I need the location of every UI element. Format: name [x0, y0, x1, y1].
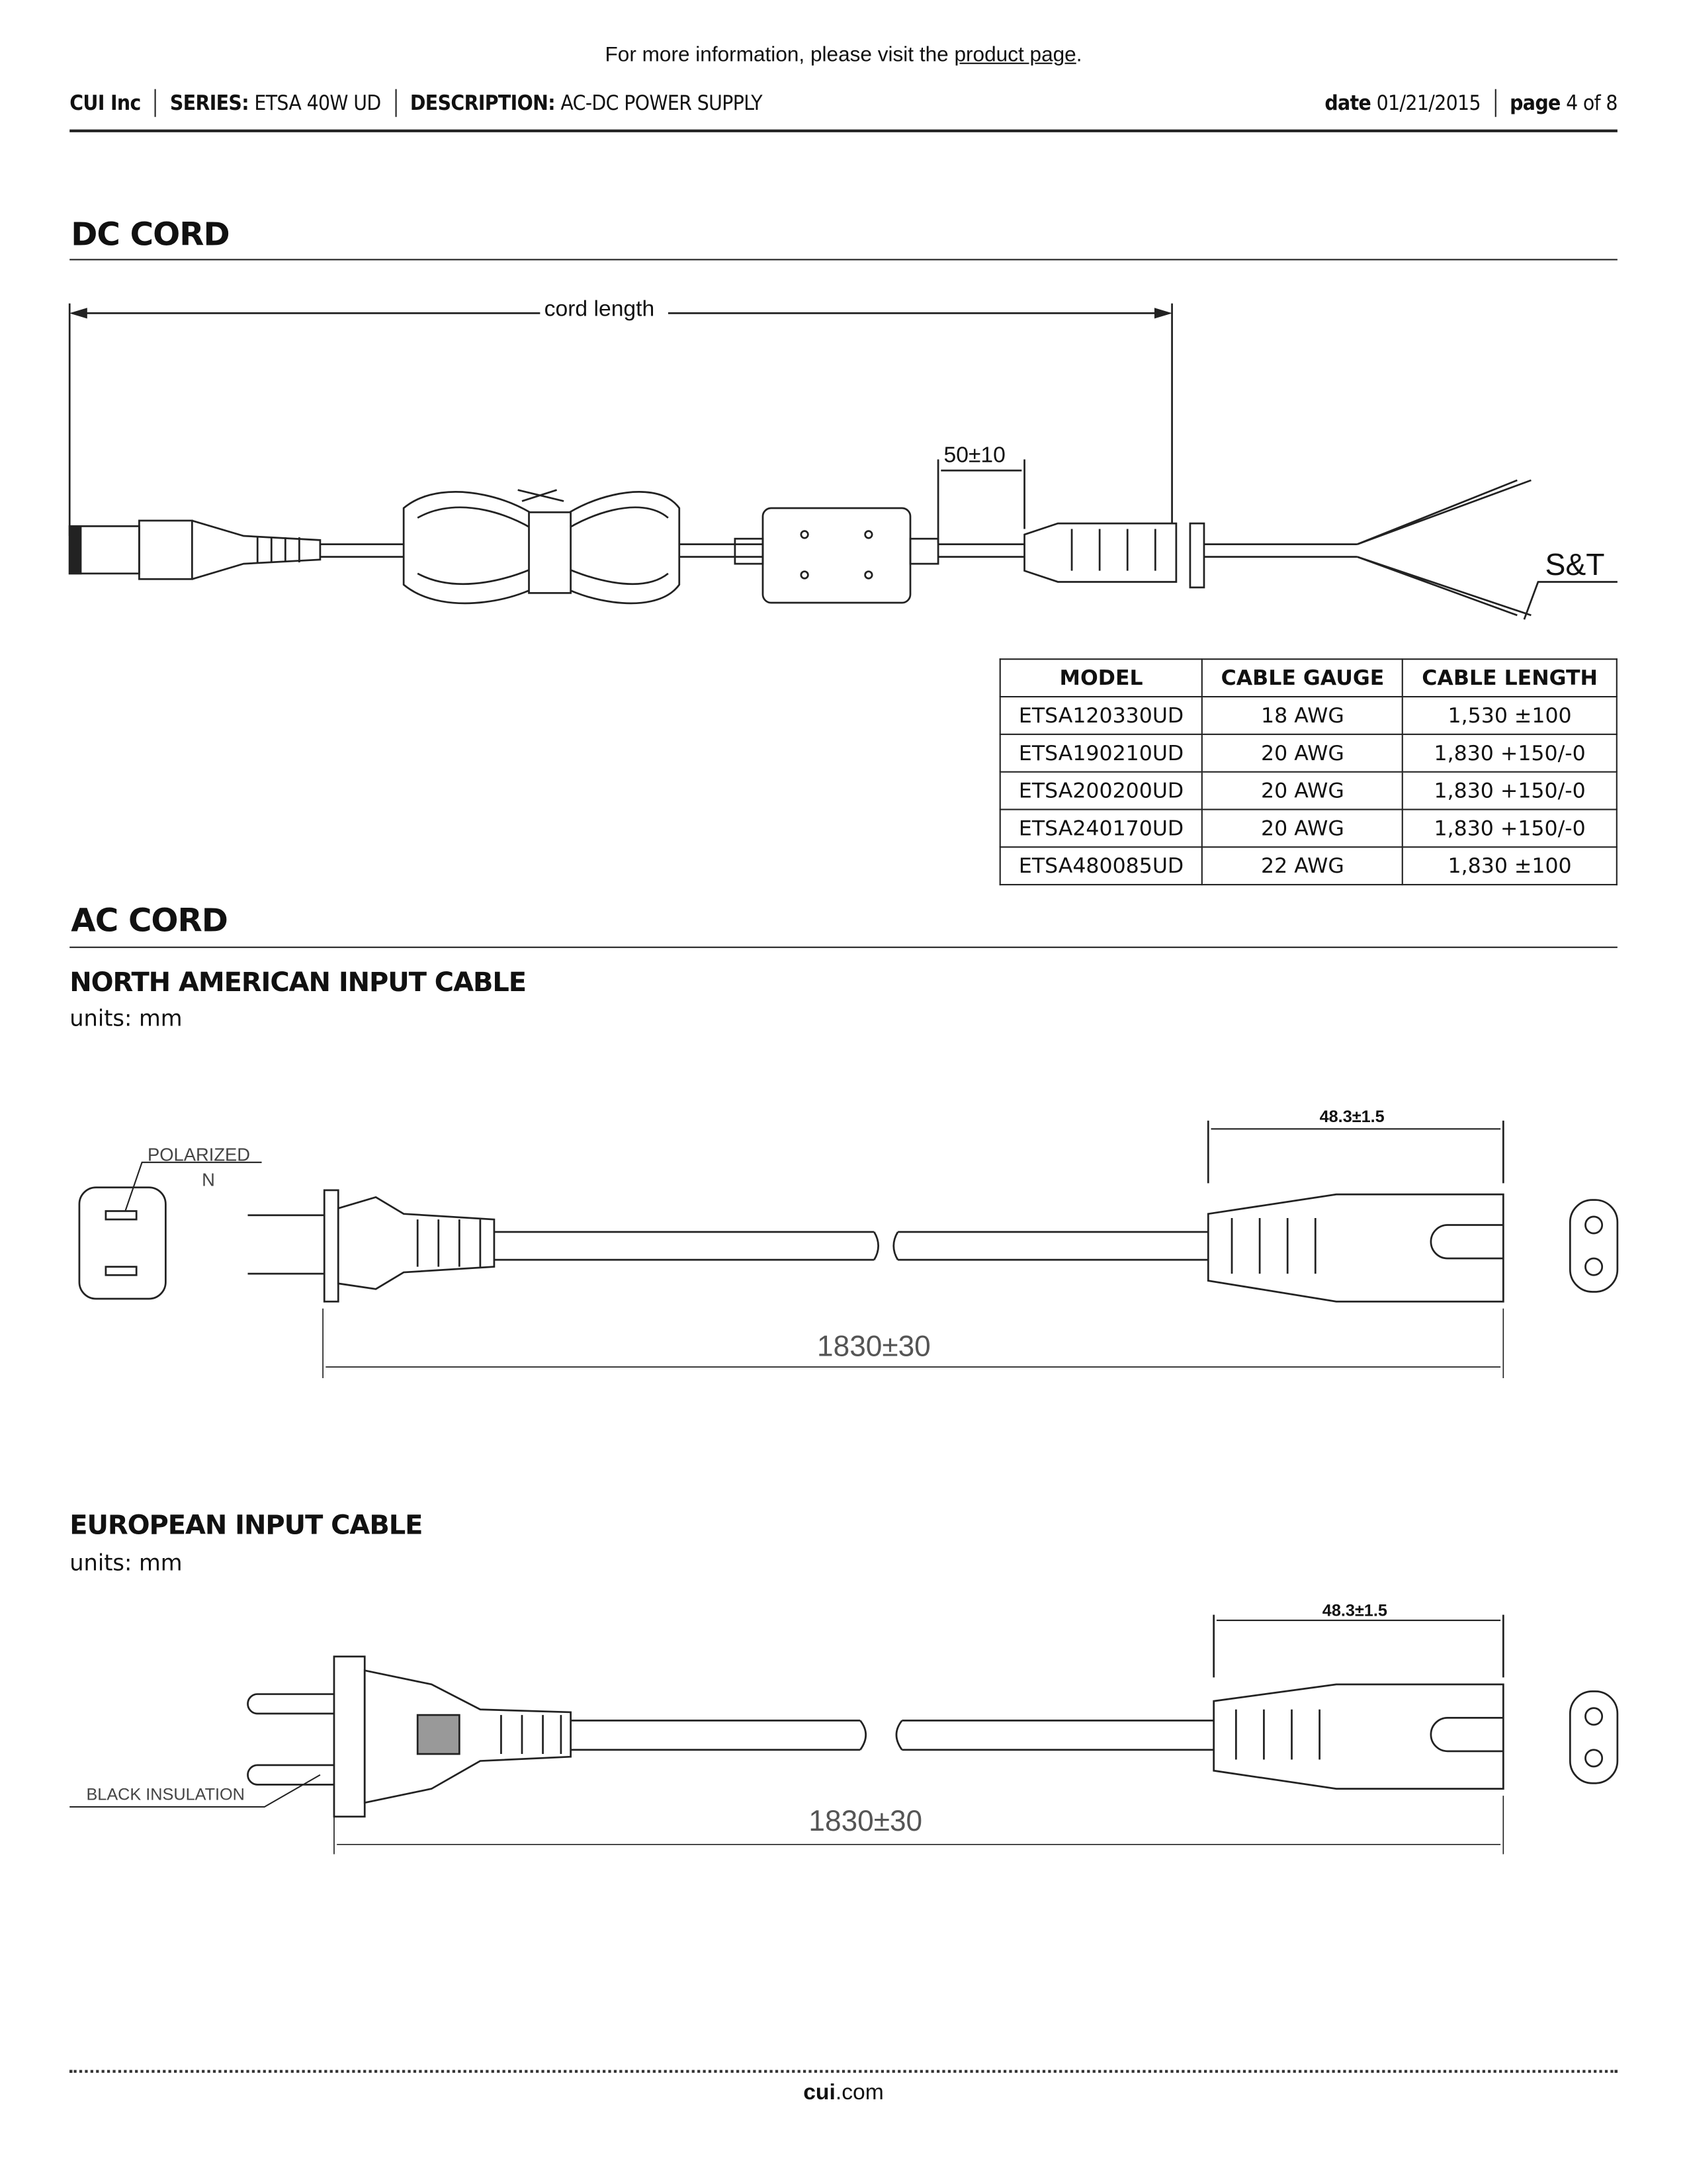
col-gauge: CABLE GAUGE — [1201, 658, 1404, 698]
cell: 1,830 +150/-0 — [1402, 771, 1618, 810]
cell: ETSA200200UD — [999, 771, 1203, 810]
cell: ETSA120330UD — [999, 696, 1203, 735]
cell: 20 AWG — [1201, 771, 1404, 810]
st-label: S&T — [1545, 546, 1605, 582]
company: CUI Inc — [69, 90, 141, 116]
page-label: page — [1510, 90, 1561, 116]
polarized-label: POLARIZED — [148, 1144, 251, 1166]
na-units: units: mm — [69, 1005, 183, 1032]
na-length-dim: 1830±30 — [817, 1331, 931, 1363]
dc-cord-rule — [69, 259, 1618, 261]
cell: ETSA240170UD — [999, 808, 1203, 848]
european-cable-drawing — [69, 1614, 1619, 1855]
series: ETSA 40W UD — [254, 90, 381, 116]
page-number: 4 of 8 — [1566, 90, 1618, 116]
na-connector-dim: 48.3±1.5 — [1319, 1106, 1385, 1127]
cell: 1,830 +150/-0 — [1402, 808, 1618, 848]
cell: 1,830 ±100 — [1402, 846, 1618, 886]
col-model: MODEL — [999, 658, 1203, 698]
cell: 20 AWG — [1201, 808, 1404, 848]
north-american-cable-drawing — [78, 1120, 1619, 1378]
insulation-label: BLACK INSULATION — [86, 1784, 245, 1804]
ferrite-distance-dim: 50±10 — [943, 444, 1006, 468]
neutral-label: N — [202, 1169, 215, 1190]
footer-rule — [69, 2070, 1618, 2073]
note-text: For more information, please visit the — [605, 43, 955, 67]
cord-length-label: cord length — [544, 298, 655, 324]
cell: 18 AWG — [1201, 696, 1404, 735]
ac-cord-rule — [69, 946, 1618, 948]
na-cable-title: NORTH AMERICAN INPUT CABLE — [69, 967, 527, 998]
cell: ETSA480085UD — [999, 846, 1203, 886]
cell: 22 AWG — [1201, 846, 1404, 886]
dc-cord-title: DC CORD — [71, 217, 230, 253]
description-label: DESCRIPTION: — [410, 90, 556, 116]
ac-cord-title: AC CORD — [71, 903, 228, 940]
dc-cord-table: MODEL CABLE GAUGE CABLE LENGTH ETSA12033… — [999, 658, 1618, 886]
col-length: CABLE LENGTH — [1402, 658, 1618, 698]
dc-cord-drawing — [68, 303, 1618, 620]
header-rule — [69, 129, 1618, 132]
date: 01/21/2015 — [1376, 90, 1481, 116]
footer-link[interactable]: cui.com — [0, 2081, 1687, 2106]
description: AC-DC POWER SUPPLY — [560, 90, 762, 116]
table-header-row: MODEL CABLE GAUGE CABLE LENGTH — [999, 658, 1618, 698]
footer-bold: cui — [803, 2081, 836, 2105]
footer-rest: .com — [835, 2081, 884, 2105]
cell: 1,530 ±100 — [1402, 696, 1618, 735]
eu-units: units: mm — [69, 1549, 183, 1576]
eu-cable-title: EUROPEAN INPUT CABLE — [69, 1510, 423, 1542]
eu-length-dim: 1830±30 — [808, 1805, 923, 1838]
product-page-link[interactable]: product page — [954, 43, 1076, 67]
header-bar: CUI Inc SERIES: ETSA 40W UD DESCRIPTION:… — [69, 89, 1618, 117]
note-end: . — [1076, 43, 1082, 67]
cell: 1,830 +150/-0 — [1402, 733, 1618, 773]
cell: ETSA190210UD — [999, 733, 1203, 773]
cell: 20 AWG — [1201, 733, 1404, 773]
top-note: For more information, please visit the p… — [0, 43, 1687, 67]
date-label: date — [1324, 90, 1371, 116]
eu-connector-dim: 48.3±1.5 — [1322, 1600, 1387, 1621]
series-label: SERIES: — [169, 90, 249, 116]
